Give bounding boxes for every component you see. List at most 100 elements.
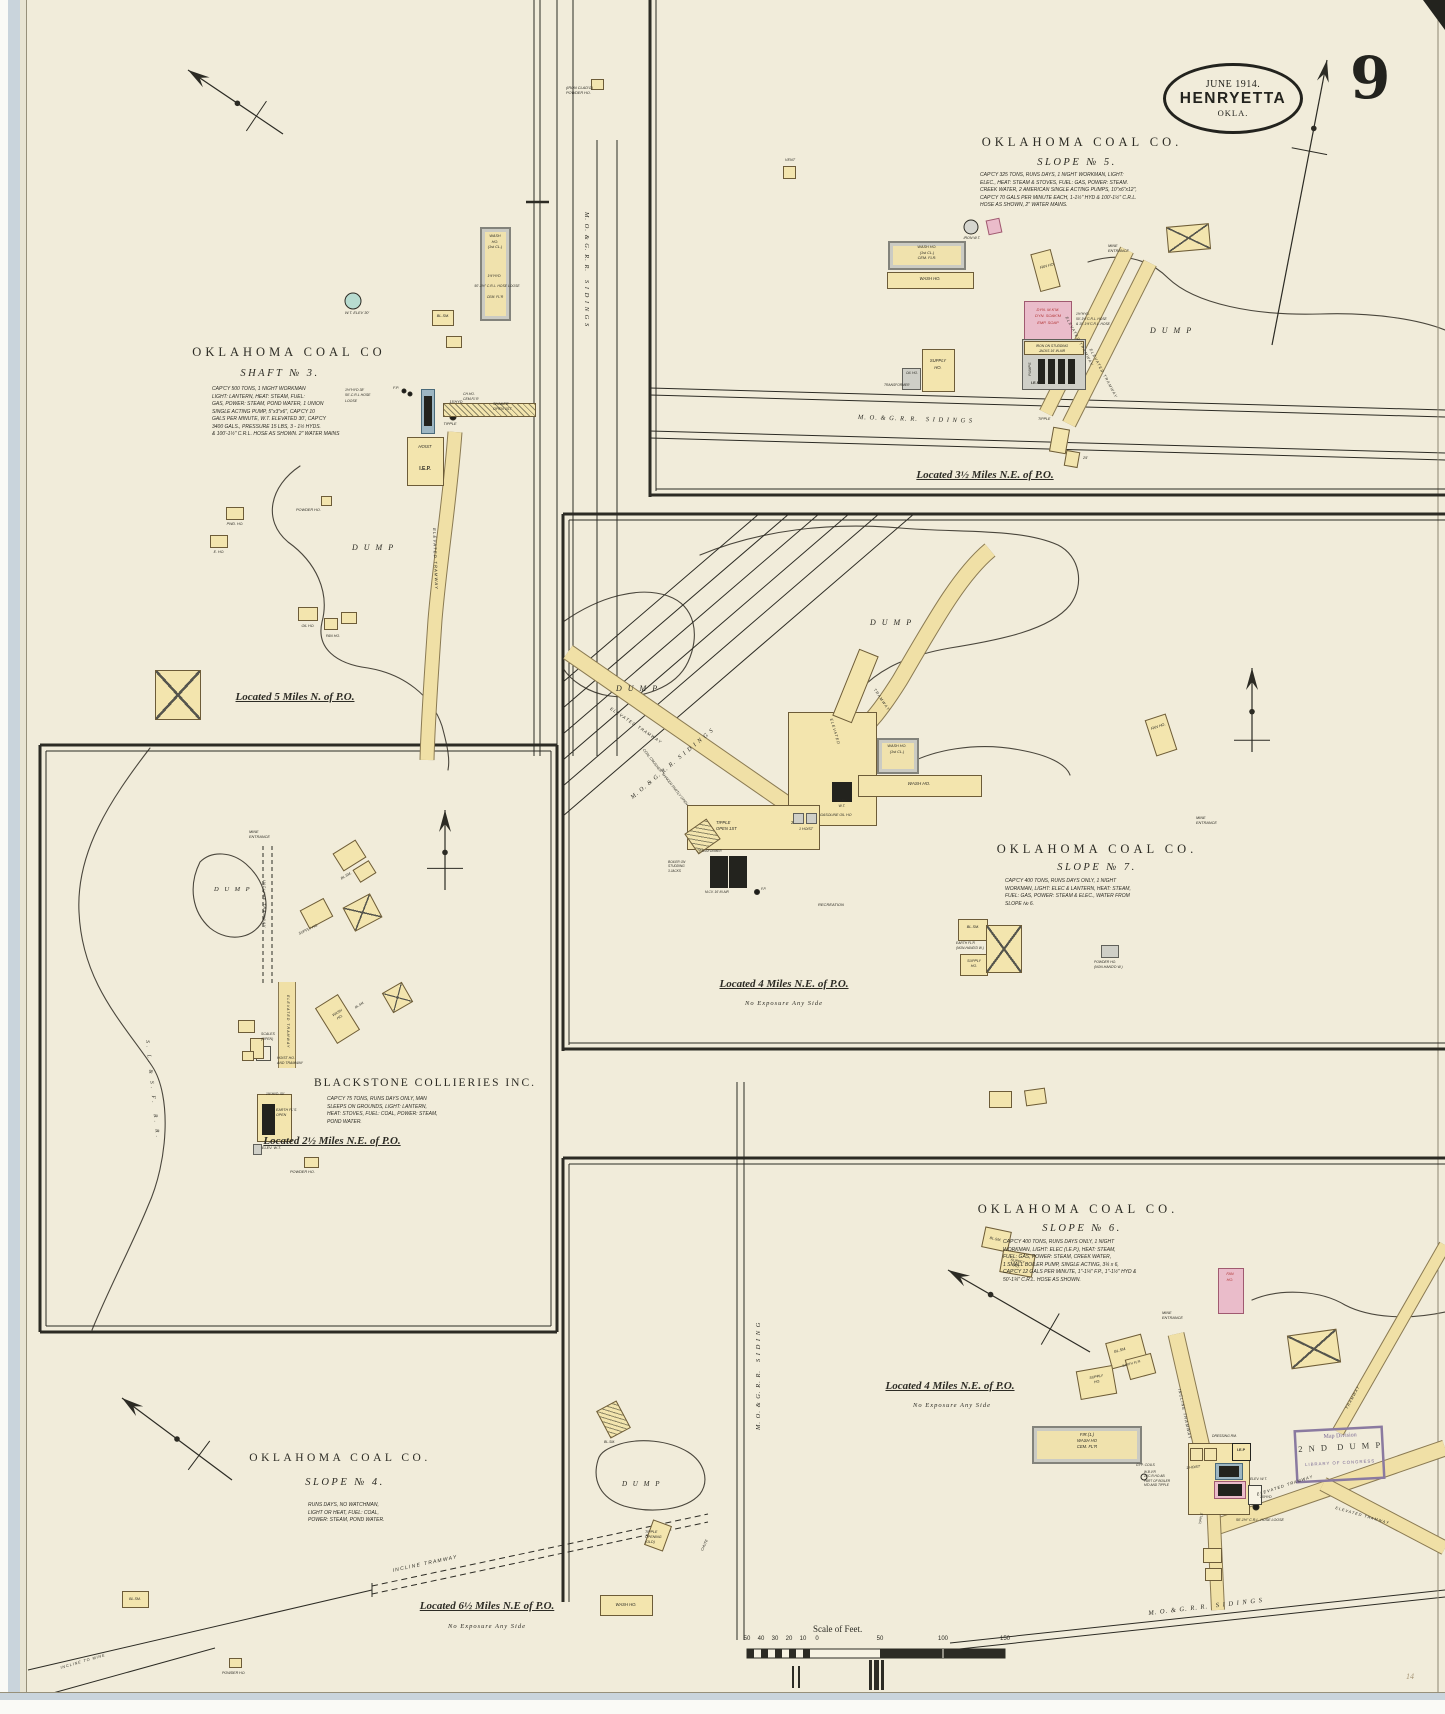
map-line (649, 437, 1445, 461)
supply-house-label: SUPPLY HO. (929, 358, 947, 370)
compass-north-arrow-title (1271, 59, 1328, 346)
hydrant-note: 1½"HYD (487, 274, 501, 278)
tank-or-plug-symbol (754, 889, 760, 895)
dump-label: D U M P (352, 543, 396, 552)
scan-margin-bottom (0, 1700, 1445, 1714)
tipple-label: TIPPLE (443, 422, 457, 426)
compass-north-arrow-slope4-cross (187, 1440, 211, 1471)
map-line (27, 1589, 373, 1671)
wash-house (858, 775, 982, 797)
map-line (949, 1596, 1445, 1651)
oil-house-label: OIL HO. (905, 371, 919, 375)
coils-note: GYP. COILS (1136, 1463, 1155, 1467)
shed (341, 612, 357, 624)
dump-label: D U M P (1150, 326, 1194, 335)
scales-label: SCALES (OPEN) (261, 1032, 275, 1041)
boiler-core (1219, 1466, 1239, 1477)
hose-note: 1½"HYD 38' 50'-C.R.L HOSE LOOSE (345, 388, 371, 403)
site-title-blackstone: BLACKSTONE COLLIERIES INC. (313, 1077, 537, 1089)
site-caption-shaft3: CAP'CY 500 TONS, 1 NIGHT WORKMAN LIGHT: … (212, 386, 340, 437)
fan-house (1218, 1268, 1244, 1314)
shed (1190, 1448, 1203, 1461)
paper-edge-left (20, 0, 27, 1714)
dressing-room-label: DRESSING RM. (1212, 1434, 1237, 1438)
registration-mark (798, 1666, 800, 1688)
shed (985, 217, 1003, 236)
dashed-tramway-line (371, 1521, 709, 1595)
site-located-slope6: Located 4 Miles N.E. of P.O. (885, 1380, 1015, 1392)
wash-house-label: WASH HO. (919, 276, 941, 281)
shaker-tipple (443, 403, 536, 417)
fan-house-label: FAN HO. (325, 634, 341, 638)
site-caption-slope4: RUNS DAYS, NO WATCHMAN, LIGHT OR HEAT, F… (308, 1502, 385, 1523)
creek-outline-slope7 (897, 746, 1071, 776)
oil-house (298, 607, 318, 621)
blacksmith-shop (958, 919, 988, 941)
site-caption-slope6: CAP'CY 400 TONS, RUNS DAYS ONLY, 1 NIGHT… (1003, 1239, 1137, 1283)
stable (155, 670, 201, 720)
railroad-curve-slsf (78, 747, 166, 1331)
wash-house-first-class (877, 738, 919, 774)
site-title-shaft3: OKLAHOMA COAL CO (192, 345, 386, 359)
site-title-slope7: OKLAHOMA COAL CO. (996, 842, 1198, 856)
oil-house-label: OIL HO. (301, 624, 315, 628)
site-subtitle-slope7: SLOPE № 7. (1057, 862, 1137, 873)
railroad-label: M. O. & G. R. R. S I D I N G (755, 1321, 762, 1430)
wash-house-label: WASH HO. (1st CL.) CEM. FLR. (917, 245, 937, 261)
site-subtitle-slope5: SLOPE № 5. (1037, 157, 1117, 168)
scale-bar-cell (761, 1649, 768, 1658)
boiler (1068, 359, 1075, 384)
water-tank (253, 1144, 262, 1155)
title-oval: JUNE 1914. HENRYETTA OKLA. (1163, 63, 1303, 134)
stable (986, 925, 1022, 973)
scan-margin-left-blue (8, 0, 20, 1714)
tank-or-plug-symbol (1140, 1473, 1148, 1481)
electric-plant-label: I.E.P. (1031, 381, 1040, 385)
wash-house-first-class (480, 227, 511, 321)
engine-core (1218, 1484, 1242, 1496)
compass-north-arrow-title-pivot (1311, 125, 1317, 132)
hose-note: 1½"HYD. 50'-1½"C.R.L. HOSE & 10'-1½"C.R.… (1076, 312, 1110, 326)
map-date: JUNE 1914. (1205, 79, 1261, 90)
tramway-strip (1063, 260, 1156, 427)
chute-house-note: CH.HO. CEM.FL'R (463, 392, 479, 402)
shed (1023, 1087, 1048, 1107)
mine-entrance-label: MINE ENTRANCE (1108, 244, 1129, 254)
floor-note: EARTH FL'R (NON-HAND'D W.) (956, 941, 984, 950)
compass-north-arrow-slope7-pivot (1249, 708, 1255, 715)
scale-bar-cell (803, 1649, 810, 1658)
compass-north-arrow-slope4-head (122, 1398, 144, 1416)
shed (242, 1051, 254, 1061)
water-tank-label: IRON W.T. (963, 236, 981, 240)
site-located-blackstone: Located 2½ Miles N.E. of P.O. (263, 1135, 401, 1147)
wash-house-first-class (1032, 1426, 1142, 1464)
site-note-slope7: No Exposure Any Side (745, 1000, 823, 1007)
fan-house (324, 618, 338, 630)
hydrant-label: 15'HYD (1260, 1495, 1272, 1499)
scale-title: Scale of Feet. (813, 1624, 863, 1634)
dump-outline-blackstone (192, 853, 267, 938)
scale-tick: 150 (999, 1636, 1011, 1642)
hose-note: 50'-1½" C.R.L. HOSE LOOSE (1236, 1518, 1284, 1522)
tank-or-plug-symbol (407, 391, 413, 397)
hose-note: 50'-1½" C.R.L. HOSE LOOSE (474, 284, 520, 288)
mine-entrance-label: MINE ENTRANCE (249, 830, 270, 840)
tramway-strip (563, 645, 795, 813)
compass-north-arrow-slope6 (947, 1269, 1091, 1353)
site-caption-slope5: CAP'CY 325 TONS, RUNS DAYS, 1 NIGHT WORK… (980, 172, 1137, 208)
wash-house-label: WASH HO. (615, 1602, 637, 1607)
boiler-house-note: IRON ON STUDDING JACKS 16' IN AIR (1035, 344, 1069, 353)
tipple-opening-label: TIPPLE OPENING (OLD) (645, 1530, 662, 1545)
blacksmith-label: BL.SM. (436, 314, 450, 318)
site-title-slope4: OKLAHOMA COAL CO. (249, 1452, 431, 1464)
wash-house (887, 272, 974, 289)
map-state: OKLA. (1217, 108, 1249, 118)
blacksmith-label: BL.SM. (604, 1440, 616, 1444)
dimension-note: 25' (1083, 456, 1088, 460)
powder-house-label: POWDER HO. (NON-HAND'D W.) (1094, 960, 1123, 969)
pumps-label: PUMPS (1028, 362, 1032, 376)
wash-house-label: WASH HO. (1st CL.) (887, 744, 907, 754)
registration-mark (792, 1666, 794, 1688)
scale-bar-cell (789, 1649, 796, 1658)
compass-north-arrow-slope6-head (948, 1270, 971, 1287)
